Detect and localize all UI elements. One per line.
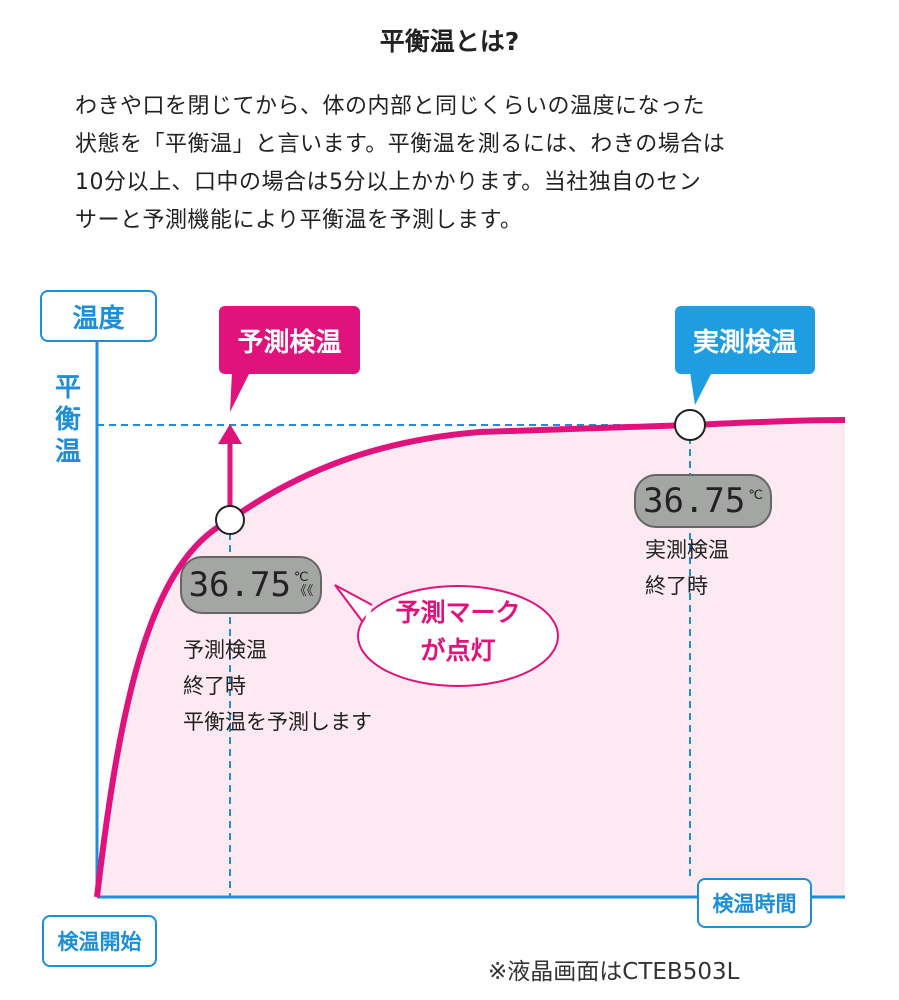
predict-point (215, 505, 245, 535)
bubble-text: 予測マーク が点灯 (358, 594, 558, 670)
predict-tag: 予測検温 (219, 306, 360, 374)
lcd-value: 36.75 (643, 481, 746, 521)
paragraph-line: わきや口を閉じてから、体の内部と同じくらいの温度になった (75, 94, 706, 119)
prediction-mark-icon: 《《 (293, 584, 314, 599)
actual-tag-pointer (690, 372, 712, 405)
paragraph-line: サーと予測機能により平衡温を予測します。 (75, 208, 523, 233)
actual-caption-line: 終了時 (645, 574, 708, 598)
arrow-head-icon (218, 424, 242, 444)
page-title: 平衡温とは? (379, 27, 520, 56)
bubble-line: が点灯 (420, 636, 496, 665)
paragraph-line: 10分以上、口中の場合は5分以上かかります。当社独自のセン (75, 170, 702, 195)
celsius-unit: ℃ (748, 488, 763, 503)
speech-bubble-body (357, 585, 559, 687)
x-axis-label: 検温時間 (697, 878, 812, 928)
speech-bubble (334, 584, 373, 626)
temperature-curve (94, 417, 846, 898)
footnote: ※液晶画面はCTEB503L (488, 959, 740, 985)
bubble-line: 予測マーク (395, 598, 521, 627)
actual-lcd-display: 36.75 ℃ (634, 474, 772, 528)
predict-lcd-display: 36.75 ℃ 《《 (180, 556, 322, 614)
paragraph-line: 状態を「平衡温」と言います。平衡温を測るには、わきの場合は (75, 132, 726, 157)
predict-tag-pointer (230, 372, 250, 412)
actual-tag: 実測検温 (675, 306, 815, 374)
start-label: 検温開始 (42, 915, 157, 967)
predict-caption-line: 終了時 (183, 674, 246, 698)
y-axis-label: 温度 (40, 290, 157, 342)
lcd-value: 36.75 (188, 565, 291, 605)
celsius-unit: ℃ (293, 570, 309, 585)
predict-caption-line: 平衡温を予測します (183, 710, 372, 734)
actual-point (674, 409, 706, 441)
predict-caption-line: 予測検温 (183, 638, 267, 662)
equilibrium-label: 平衡温 (55, 373, 82, 467)
actual-caption-line: 実測検温 (645, 538, 729, 562)
